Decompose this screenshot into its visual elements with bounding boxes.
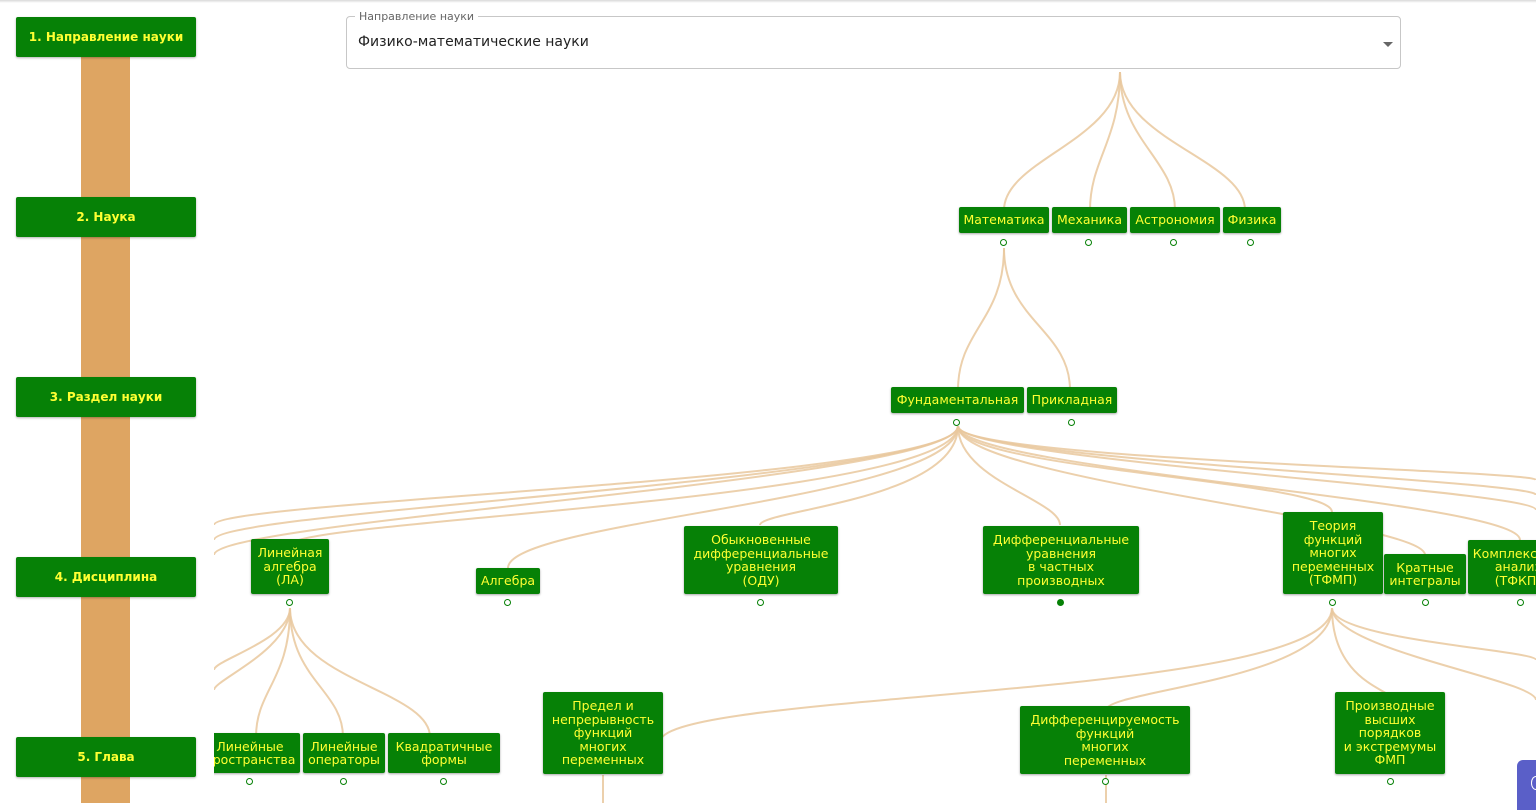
link-tfmp-diff xyxy=(1105,607,1333,711)
node-ode-toggle[interactable] xyxy=(757,599,764,606)
node-mathematics-toggle[interactable] xyxy=(1000,239,1007,246)
node-complex-analysis-toggle[interactable] xyxy=(1517,599,1524,606)
node-pde-toggle[interactable] xyxy=(1057,599,1064,606)
help-button[interactable] xyxy=(1517,760,1536,810)
link-fund-la xyxy=(289,425,959,546)
link-la-linspace xyxy=(255,607,291,738)
node-complex-analysis[interactable]: Комплексный анализ (ТФКП) xyxy=(1468,540,1536,594)
link-root-astro xyxy=(1119,71,1176,211)
node-applied[interactable]: Прикладная xyxy=(1027,387,1117,413)
tree-links-fanout xyxy=(214,425,1536,803)
node-fundamental[interactable]: Фундаментальная xyxy=(891,387,1024,413)
link-fund-complex xyxy=(957,425,1521,541)
node-linear-spaces[interactable]: Линейные пространства xyxy=(214,733,300,773)
chevron-down-icon[interactable] xyxy=(1383,42,1393,47)
link-la-linop xyxy=(289,607,344,738)
level-bar xyxy=(81,40,130,803)
level-3-label[interactable]: 3. Раздел науки xyxy=(16,377,196,417)
link-fund-multi xyxy=(957,425,1426,556)
node-ode[interactable]: Обыкновенные дифференциальные уравнения … xyxy=(684,526,838,594)
link-fund-right-3 xyxy=(957,425,1536,511)
node-mechanics-toggle[interactable] xyxy=(1085,239,1092,246)
link-la-left-1 xyxy=(214,607,291,671)
science-direction-select-label: Направление науки xyxy=(355,10,479,23)
node-tfmp-toggle[interactable] xyxy=(1329,599,1336,606)
node-applied-toggle[interactable] xyxy=(1068,419,1075,426)
node-differentiability-toggle[interactable] xyxy=(1102,778,1109,785)
help-icon xyxy=(1531,776,1536,790)
science-direction-select[interactable] xyxy=(346,16,1401,69)
link-tfmp-right-1 xyxy=(1331,607,1536,661)
top-shadow xyxy=(0,0,1536,3)
node-linear-algebra[interactable]: Линейная алгебра (ЛА) xyxy=(251,539,329,594)
link-fund-left-1 xyxy=(214,425,959,526)
link-fund-pde xyxy=(957,425,1061,526)
node-fundamental-toggle[interactable] xyxy=(953,419,960,426)
node-tfmp[interactable]: Теория функций многих переменных (ТФМП) xyxy=(1283,512,1383,594)
link-fund-left-3 xyxy=(214,425,959,556)
link-la-left-2 xyxy=(214,607,291,691)
link-tfmp-right-2 xyxy=(1331,607,1536,701)
level-1-label[interactable]: 1. Направление науки xyxy=(16,17,196,57)
node-mathematics[interactable]: Математика xyxy=(959,207,1049,233)
node-higher-derivatives[interactable]: Производные высших порядков и экстремумы… xyxy=(1335,692,1445,774)
science-direction-select-value[interactable]: Физико-математические науки xyxy=(358,34,589,50)
link-la-quad xyxy=(289,607,431,738)
node-linear-operators[interactable]: Линейные операторы xyxy=(303,733,385,773)
node-linear-spaces-toggle[interactable] xyxy=(246,778,253,785)
node-physics-toggle[interactable] xyxy=(1247,239,1254,246)
link-root-math xyxy=(1003,71,1121,211)
node-astronomy[interactable]: Астрономия xyxy=(1130,207,1220,233)
node-pde[interactable]: Дифференциальные уравнения в частных про… xyxy=(983,526,1139,594)
link-math-appl xyxy=(1003,247,1071,391)
node-astronomy-toggle[interactable] xyxy=(1170,239,1177,246)
link-root-mech xyxy=(1089,71,1121,211)
node-multiple-integrals-toggle[interactable] xyxy=(1422,599,1429,606)
level-4-label[interactable]: 4. Дисциплина xyxy=(16,557,196,597)
node-mechanics[interactable]: Механика xyxy=(1052,207,1127,233)
link-fund-ode xyxy=(759,425,959,526)
link-tfmp-limit xyxy=(659,607,1333,743)
node-physics[interactable]: Физика xyxy=(1223,207,1281,233)
node-higher-derivatives-toggle[interactable] xyxy=(1387,778,1394,785)
node-algebra-toggle[interactable] xyxy=(504,599,511,606)
link-fund-tfmp xyxy=(957,425,1333,513)
node-algebra[interactable]: Алгебра xyxy=(476,568,540,594)
node-limit-continuity[interactable]: Предел и непрерывность функций многих пе… xyxy=(543,692,663,774)
link-fund-alg xyxy=(507,425,959,569)
node-multiple-integrals[interactable]: Кратные интегралы xyxy=(1384,554,1466,594)
link-fund-right-1 xyxy=(957,425,1536,481)
node-differentiability[interactable]: Дифференцируемость функций многих переме… xyxy=(1020,706,1190,774)
tree-clip-area: Линейная алгебра (ЛА) Алгебра Обыкновенн… xyxy=(214,60,1536,803)
node-linear-operators-toggle[interactable] xyxy=(340,778,347,785)
node-quadratic-forms-toggle[interactable] xyxy=(440,778,447,785)
level-2-label[interactable]: 2. Наука xyxy=(16,197,196,237)
level-5-label[interactable]: 5. Глава xyxy=(16,737,196,777)
link-root-phys xyxy=(1119,71,1246,211)
link-math-fund xyxy=(957,247,1005,391)
node-quadratic-forms[interactable]: Квадратичные формы xyxy=(388,733,500,773)
node-linear-algebra-toggle[interactable] xyxy=(286,599,293,606)
